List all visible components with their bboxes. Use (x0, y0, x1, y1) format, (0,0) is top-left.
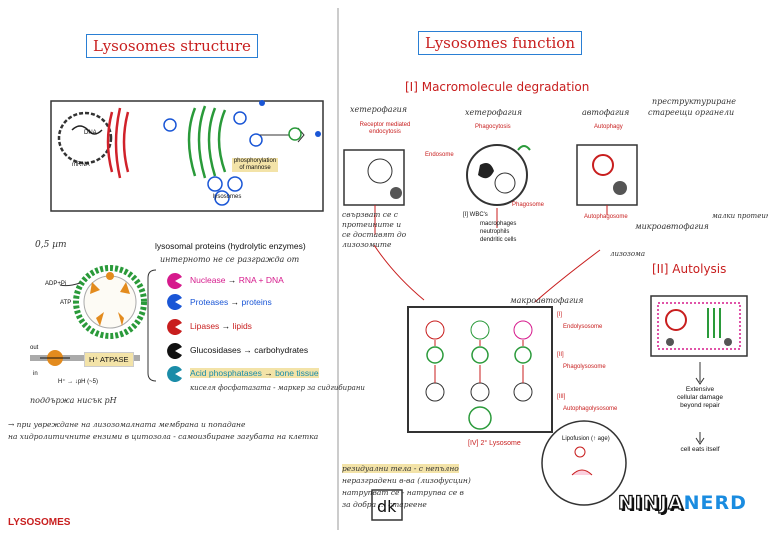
rme-label: Receptor mediated endocytosis (359, 122, 411, 135)
phagocytosis-label: Phagocytosis (475, 124, 511, 130)
enzyme-name: Lipases (190, 321, 220, 331)
handnote-micro-3: лизозома (610, 250, 646, 258)
roman-2: [II] (557, 352, 564, 358)
enzyme-name: Acid phosphatases (190, 368, 262, 378)
enzyme-row: Glucosidases → carbohydrates (190, 345, 309, 355)
brand-left: NINJA (617, 491, 684, 514)
enzyme-product: carbohydrates (254, 345, 309, 355)
autophagolysosome-label: Autophagolysosome (563, 406, 618, 412)
acid-handnote: киселя фосфатазата - маркер за сидгибира… (190, 384, 365, 392)
handnote-heterophagy-1: хетерофагия (350, 105, 408, 114)
handnote-micro-2: малки протеини (712, 212, 768, 220)
enzyme-name: Glucosidases (190, 345, 242, 355)
handnote-receptor: свързват се с протеините и се доставят д… (342, 210, 407, 249)
enzyme-name: Nuclease (190, 275, 226, 285)
handnote-macro: макроавтофагия (510, 296, 584, 305)
autophagy-label: Autophagy (594, 124, 623, 130)
handnote-damage-1: → при увреждане на лизозомалната мембран… (8, 420, 246, 429)
ph-label: H⁺ → ↓pH (~5) (58, 379, 99, 385)
lipofuscin-label: Lipofusion (↑ age) (562, 436, 610, 442)
residual-handnote-4: за добра ... стареене (342, 500, 427, 509)
atp-label: ATP (60, 300, 72, 306)
phagosome-label: Phagosome (512, 202, 545, 208)
handnote-ph: поддържа нисък pH (30, 396, 117, 405)
handnote-transport-1: преструктуриране (652, 97, 737, 106)
brand-logo: NINJANERD (617, 491, 747, 514)
mrna-label: mRNA (72, 162, 90, 168)
brand-right: NERD (683, 492, 747, 514)
secondary-lysosome-label: [IV] 2° Lysosome (468, 440, 521, 447)
enzyme-row: Lipases → lipids (190, 321, 252, 331)
handnote-damage-2: на хидролитичните ензими в цитозола - са… (8, 432, 319, 441)
phosphorylation-label: phosphorylation of mannose (232, 158, 278, 172)
endolysosome-label: Endolysosome (563, 324, 603, 330)
roman-3: [III] (557, 394, 566, 400)
handnote-transport-2: стареещи органели (648, 108, 735, 117)
enzyme-product: bone tissue (275, 368, 319, 378)
in-label: in (33, 371, 38, 377)
enzyme-row: Proteases → proteins (190, 297, 272, 307)
autolysis-step: Extensive cellular damage beyond repair (677, 386, 723, 409)
out-label: out (30, 345, 39, 351)
atpase-label: H⁺ ATPASE (84, 352, 134, 367)
enzyme-row: Acid phosphatases → bone tissue (190, 368, 319, 378)
section-autolysis: [II] Autolysis (652, 262, 727, 276)
residual-handnote-1: резидуални тела - с непълно (342, 464, 459, 473)
autolysis-step: cell eats itself (680, 446, 720, 453)
lysosomes-label: lysosomes (213, 194, 242, 200)
handnote-micro: микроавтофагия (635, 222, 709, 231)
roman-1: [I] (557, 312, 563, 318)
dna-label: DNA (84, 130, 97, 136)
handnote-autophagy: автофагия (582, 108, 630, 117)
svg-text:dk: dk (377, 497, 397, 516)
proteins-handnote: интерното не се разгражда от (160, 255, 300, 264)
size-note: 0,5 µm (35, 240, 67, 250)
footer-label: LYSOSOMES (8, 517, 71, 528)
wbc-item: macrophages (480, 221, 517, 227)
adp-label: ADP+Pi (45, 281, 67, 287)
enzyme-product: RNA + DNA (238, 275, 284, 285)
enzyme-row: Nuclease → RNA + DNA (190, 275, 284, 285)
wbc-label: [I] WBC's (463, 212, 488, 218)
phagolysosome-label: Phagolysosome (563, 364, 606, 370)
proteins-heading: lysosomal proteins (hydrolytic enzymes) (155, 241, 306, 251)
residual-handnote-2: неразградени в-ва (лизофусцин) (342, 476, 471, 485)
handnote-heterophagy-2: хетерофагия (465, 108, 523, 117)
autophagosome-label: Autophagosome (584, 214, 628, 220)
wbc-item: neutrophils (480, 229, 510, 235)
section-degradation: [I] Macromolecule degradation (405, 80, 590, 94)
residual-handnote-3: натрупват се - натрупва се в (342, 488, 464, 497)
left-title: Lysosomes structure (86, 34, 258, 58)
enzyme-product: lipids (232, 321, 252, 331)
endosome-label: Endosome (425, 152, 454, 158)
enzyme-name: Proteases (190, 297, 229, 307)
wbc-item: dendritic cells (480, 237, 517, 243)
enzyme-product: proteins (241, 297, 272, 307)
right-title: Lysosomes function (418, 31, 582, 55)
